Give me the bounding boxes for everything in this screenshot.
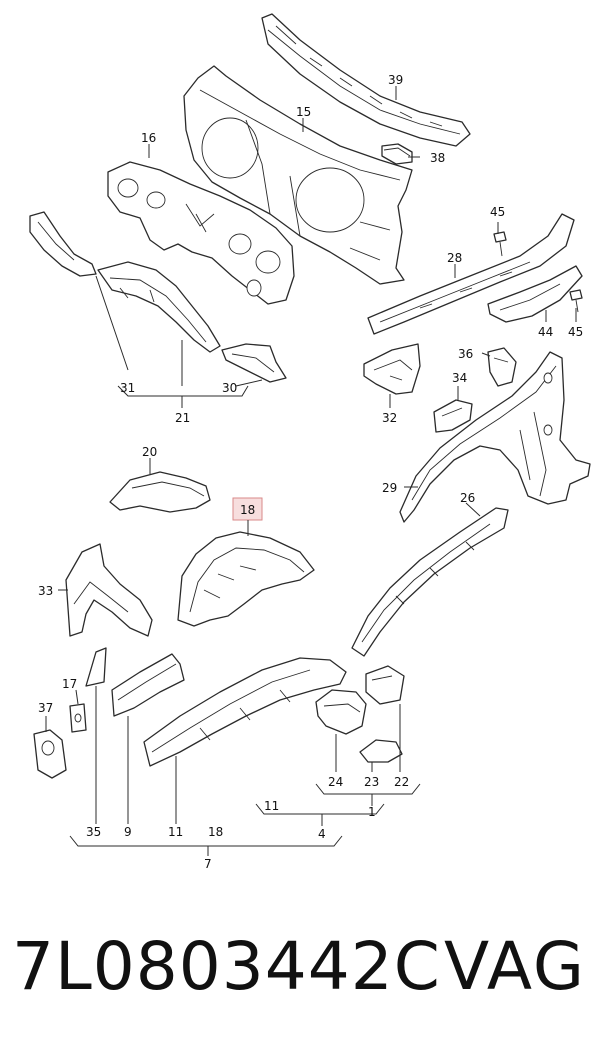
part-29-pillar-assembly — [399, 351, 591, 523]
label-31: 31 — [120, 381, 135, 395]
part-number-text: 7L0803442C — [12, 928, 441, 1005]
part-11-longitudinal — [143, 657, 347, 767]
label-28: 28 — [447, 251, 462, 265]
part-33-bracket-assembly — [65, 543, 153, 637]
label-37: 37 — [38, 701, 53, 715]
part-18-wheelhouse — [177, 531, 315, 627]
part-45-bolt-bottom — [569, 289, 583, 313]
part-20-panel — [109, 471, 211, 513]
part-45-bolt-top — [493, 231, 507, 257]
part-37-bracket — [33, 729, 67, 779]
part-30-rail-end — [221, 343, 287, 383]
label-7: 7 — [204, 857, 212, 871]
part-44-bracket — [487, 265, 583, 323]
label-17: 17 — [62, 677, 77, 691]
label-30: 30 — [222, 381, 237, 395]
part-22-block — [365, 665, 405, 705]
label-18-highlighted: 18 — [240, 503, 255, 517]
label-45-top: 45 — [490, 205, 505, 219]
part-23-plate — [359, 739, 403, 763]
label-1: 1 — [368, 805, 376, 819]
label-11-upper: 11 — [264, 799, 279, 813]
label-44: 44 — [538, 325, 553, 339]
part-32-bracket — [363, 343, 421, 395]
label-29: 29 — [382, 481, 397, 495]
label-32: 32 — [382, 411, 397, 425]
brand-text: VAG — [443, 928, 586, 1005]
part-16-insulation — [107, 161, 295, 305]
part-35-plate — [85, 647, 107, 687]
part-28-crossmember — [367, 213, 575, 335]
part-21-rail-assembly — [97, 261, 221, 353]
part-15-bulkhead — [183, 65, 413, 285]
label-39: 39 — [388, 73, 403, 87]
label-11-lower: 11 — [168, 825, 183, 839]
label-24: 24 — [328, 775, 343, 789]
part-39-cowl-panel — [261, 13, 471, 147]
label-34: 34 — [452, 371, 467, 385]
part-26-upper-rail — [351, 507, 509, 657]
caption: 7L0803442C VAG — [0, 922, 600, 1022]
label-33: 33 — [38, 584, 53, 598]
part-38-bracket — [381, 143, 413, 165]
label-22: 22 — [394, 775, 409, 789]
part-31-rail-front — [29, 211, 97, 277]
part-17-bracket — [69, 703, 87, 733]
label-16: 16 — [141, 131, 156, 145]
part-36-bracket — [487, 347, 517, 387]
label-21: 21 — [175, 411, 190, 425]
label-38: 38 — [430, 151, 445, 165]
leader-lines — [45, 86, 577, 856]
label-45-bottom: 45 — [568, 325, 583, 339]
label-18-lower: 18 — [208, 825, 223, 839]
part-24-bracket — [315, 689, 367, 735]
part-34-reinforcement — [433, 399, 473, 433]
label-4: 4 — [318, 827, 326, 841]
label-9: 9 — [124, 825, 132, 839]
label-35: 35 — [86, 825, 101, 839]
exploded-parts-diagram: 39 38 15 16 45 28 44 45 31 21 30 36 34 3… — [29, 13, 591, 871]
label-20: 20 — [142, 445, 157, 459]
label-15: 15 — [296, 105, 311, 119]
part-9-member — [111, 653, 185, 717]
label-26: 26 — [460, 491, 475, 505]
label-23: 23 — [364, 775, 379, 789]
part-labels: 39 38 15 16 45 28 44 45 31 21 30 36 34 3… — [38, 73, 583, 871]
label-36: 36 — [458, 347, 473, 361]
